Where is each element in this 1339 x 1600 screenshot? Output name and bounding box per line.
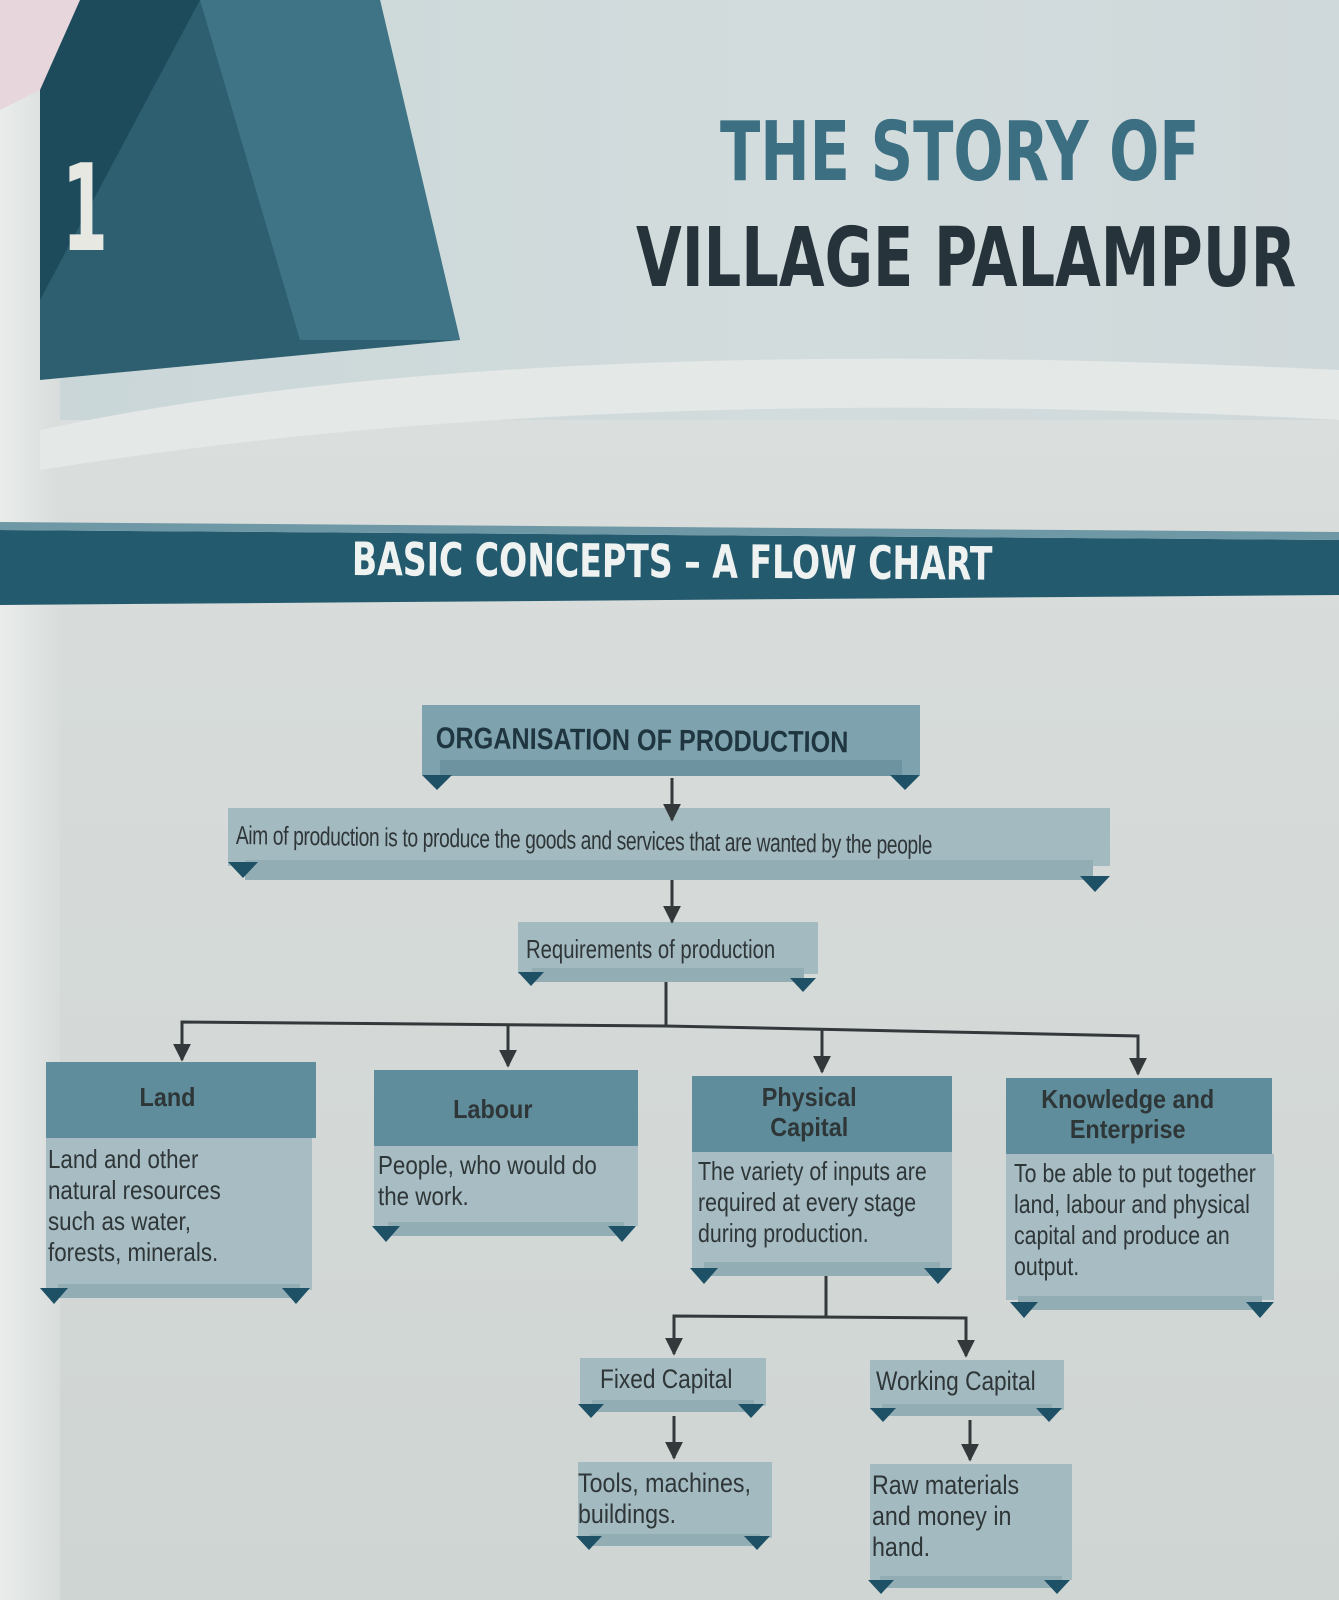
raw-materials-box [868,1464,1072,1594]
knowledge-box-left-fold [1010,1302,1038,1318]
requirements-box-right-fold [790,978,816,992]
root-box [422,705,920,790]
connectors [173,778,1147,1462]
chapter-title-line-2: VILLAGE PALAMPUR [636,211,1297,306]
raw-materials-right-fold [1044,1580,1070,1594]
knowledge-title: Knowledge and Enterprise [1041,1084,1215,1144]
land-box-right-fold [282,1288,310,1304]
labour-title: Labour [453,1094,533,1124]
requirements-box-left-fold [518,972,544,986]
physical-capital-left-fold [690,1268,718,1284]
tools-box-left-fold [576,1536,602,1550]
working-capital-left-fold [870,1408,896,1422]
connector-factor-bus [180,1020,1147,1076]
fixed-capital-box [578,1358,766,1418]
working-capital-description: Raw materials and money in hand. [872,1470,1020,1562]
physical-capital-box [690,1076,952,1284]
labour-box-left-fold [372,1226,400,1242]
header-curve [40,358,1339,470]
knowledge-box-right-fold [1246,1302,1274,1318]
physical-capital-right-fold [924,1268,952,1284]
aim-box-left-fold [228,862,258,878]
root-box-right-fold [890,775,920,790]
physical-capital-description: The variety of inputs are required at ev… [698,1156,927,1248]
section-banner [0,530,1339,605]
aim-box-right-fold [1080,876,1110,892]
working-capital-box [870,1360,1064,1422]
knowledge-description: To be able to put together land, labour … [1014,1158,1256,1281]
raw-materials-left-fold [868,1580,894,1594]
land-box [40,1062,316,1304]
physical-capital-title: Physical Capital [761,1082,857,1142]
root-label: ORGANISATION OF PRODUCTION [435,722,849,760]
land-description: Land and other natural resources such as… [48,1144,221,1267]
requirements-label: Requirements of production [526,934,776,964]
page-corner-fabric [0,0,80,110]
fixed-capital-label: Fixed Capital [600,1364,733,1394]
chapter-header-art [0,0,1339,605]
tools-box-right-fold [744,1536,770,1550]
working-capital-label: Working Capital [876,1366,1036,1396]
header-light-triangle [200,0,460,340]
labour-box-right-fold [608,1226,636,1242]
fixed-capital-left-fold [578,1404,604,1418]
chapter-title-line-1: THE STORY OF [720,105,1200,200]
working-capital-right-fold [1036,1408,1062,1422]
header-shade-triangle [40,0,200,300]
knowledge-box [1006,1078,1274,1318]
section-banner-edge [0,522,1339,540]
labour-description: People, who would do the work. [378,1150,597,1211]
fixed-capital-description: Tools, machines, buildings. [578,1468,751,1529]
land-box-left-fold [40,1288,68,1304]
requirements-box [518,922,818,992]
labour-box [372,1070,638,1242]
fixed-capital-right-fold [738,1404,764,1418]
tools-box [576,1462,772,1550]
connector-capital-bus [672,1314,975,1358]
land-title: Land [139,1082,196,1112]
root-box-left-fold [422,775,452,790]
